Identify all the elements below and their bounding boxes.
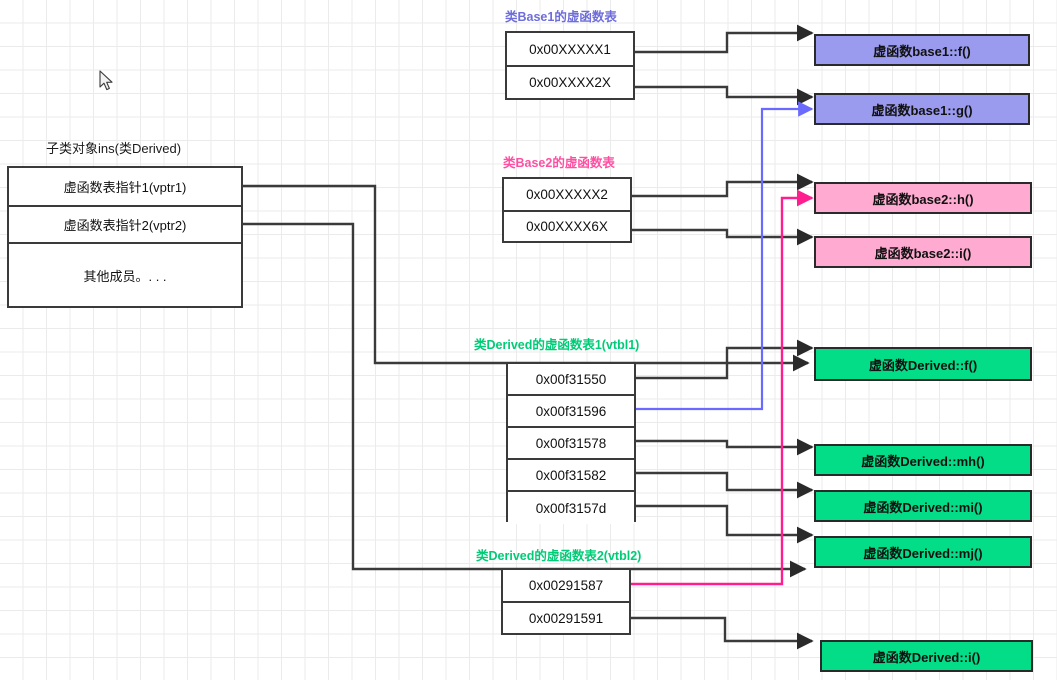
wire-vtbl1-3-to-dermi xyxy=(636,471,814,499)
function-box-derived-f: 虚函数Derived::f() xyxy=(814,347,1032,381)
function-box-derived-mi: 虚函数Derived::mi() xyxy=(814,490,1032,522)
object-box: 虚函数表指针1(vptr1) 虚函数表指针2(vptr2) 其他成员。. . . xyxy=(7,166,243,308)
wire-vtbl1-2-to-dermh xyxy=(636,438,814,456)
wire-vtbl2-0-to-base2h-override xyxy=(631,189,814,586)
vtable-vtbl1-entry-0: 0x00f31550 xyxy=(508,364,634,396)
wire-base2-0-to-base2h xyxy=(632,173,814,198)
function-box-base2-i: 虚函数base2::i() xyxy=(814,236,1032,268)
wire-base1-0-to-base1f xyxy=(635,24,814,54)
vtable-vtbl2-entry-1: 0x00291591 xyxy=(503,603,629,633)
vtable-caption-vtbl1: 类Derived的虚函数表1(vtbl1) xyxy=(474,338,640,352)
function-box-derived-mj: 虚函数Derived::mj() xyxy=(814,536,1032,568)
vtable-base2-entry-1: 0x00XXXX6X xyxy=(504,212,630,241)
wire-base2-1-to-base2i xyxy=(632,228,814,246)
wire-base1-1-to-base1g xyxy=(635,85,814,106)
wire-vtbl1-1-to-base1g-override xyxy=(636,101,814,411)
object-caption: 子类对象ins(类Derived) xyxy=(46,141,182,156)
vtable-vtbl1-entry-1: 0x00f31596 xyxy=(508,396,634,428)
function-box-base2-h: 虚函数base2::h() xyxy=(814,182,1032,214)
vtable-vtbl1-entry-4: 0x00f3157d xyxy=(508,492,634,524)
vtable-base2-entry-0: 0x00XXXXX2 xyxy=(504,179,630,212)
wire-vtbl2-1-to-deri xyxy=(631,616,814,650)
object-row-others: 其他成员。. . . xyxy=(83,268,167,284)
function-box-derived-i: 虚函数Derived::i() xyxy=(820,640,1033,672)
function-box-base1-f: 虚函数base1::f() xyxy=(814,34,1030,66)
vtable-vtbl1: 0x00f31550 0x00f31596 0x00f31578 0x00f31… xyxy=(506,362,636,524)
object-row-vptr1: 虚函数表指针1(vptr1) xyxy=(9,168,241,207)
function-box-derived-mh: 虚函数Derived::mh() xyxy=(814,444,1032,476)
vtable-vtbl2-entry-0: 0x00291587 xyxy=(503,570,629,603)
vtable-base2: 0x00XXXXX2 0x00XXXX6X xyxy=(502,177,632,243)
vtable-caption-vtbl2: 类Derived的虚函数表2(vtbl2) xyxy=(476,549,642,563)
wire-vtbl1-4-to-dermj xyxy=(636,504,814,544)
function-box-base1-g: 虚函数base1::g() xyxy=(814,93,1030,125)
vtable-vtbl1-entry-3: 0x00f31582 xyxy=(508,460,634,492)
vtable-base1-entry-1: 0x00XXXX2X xyxy=(507,67,633,98)
wire-vtbl1-0-to-derf xyxy=(636,339,814,380)
vtable-caption-base1: 类Base1的虚函数表 xyxy=(505,10,617,24)
vtable-base1-entry-0: 0x00XXXXX1 xyxy=(507,33,633,67)
vtable-vtbl1-entry-2: 0x00f31578 xyxy=(508,428,634,460)
vtable-caption-base2: 类Base2的虚函数表 xyxy=(503,156,615,170)
vtable-vtbl2: 0x00291587 0x00291591 xyxy=(501,568,631,635)
vtable-base1: 0x00XXXXX1 0x00XXXX2X xyxy=(505,31,635,100)
object-row-vptr2: 虚函数表指针2(vptr2) xyxy=(9,207,241,244)
